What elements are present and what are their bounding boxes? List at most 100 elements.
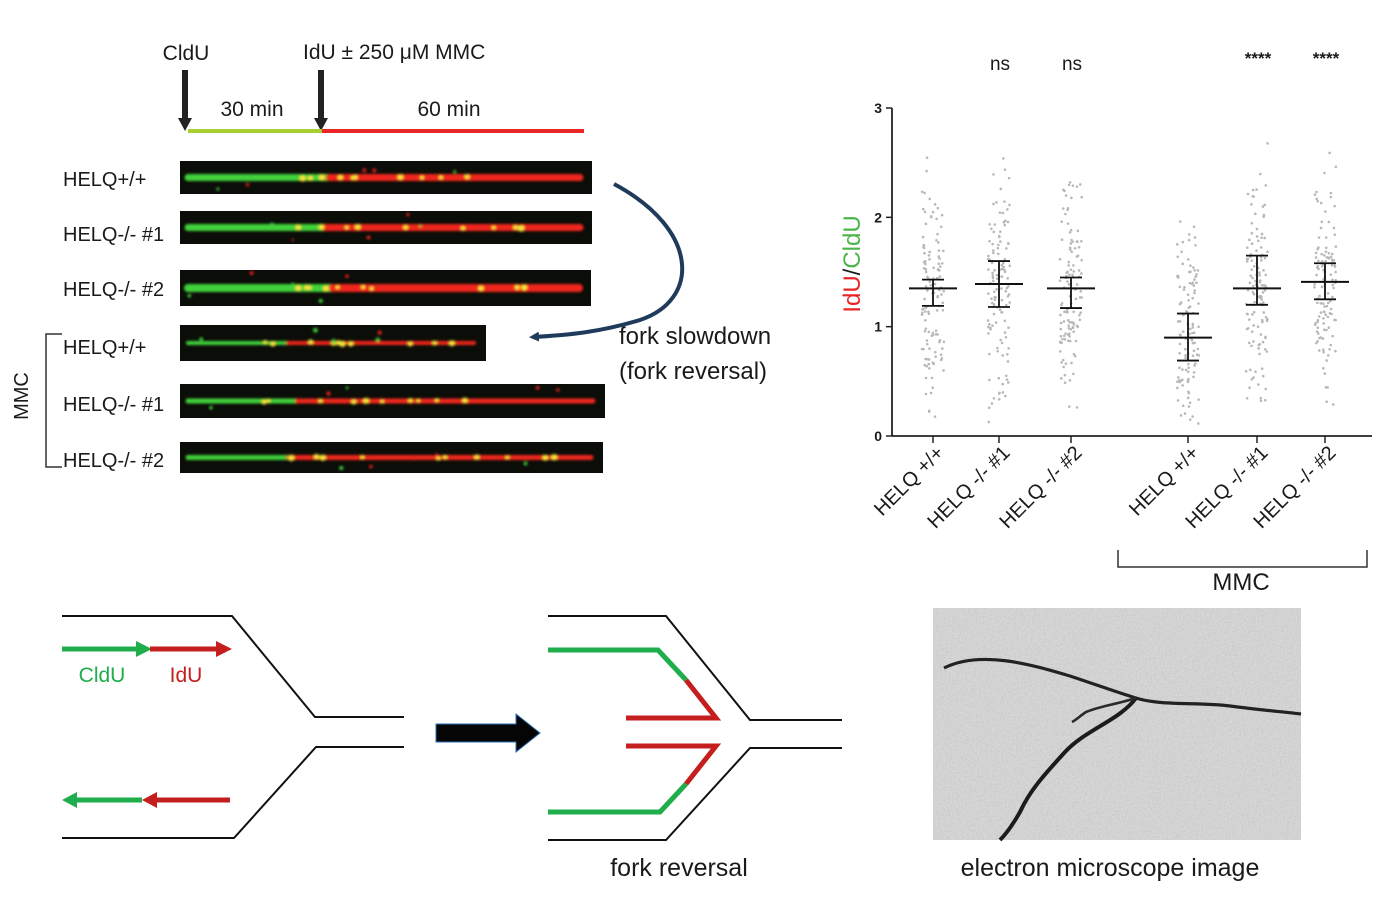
scatter-point — [1332, 226, 1336, 230]
scatter-point — [993, 295, 996, 299]
scatter-point — [1326, 315, 1330, 319]
scatter-point — [996, 277, 999, 281]
fiber-overlap-speck — [307, 175, 314, 181]
scatter-point — [1188, 418, 1192, 421]
scatter-point — [1064, 212, 1067, 216]
scatter-point — [1193, 291, 1196, 295]
scatter-point — [988, 378, 991, 382]
scatter-point — [1006, 381, 1010, 384]
y-tick-label: 3 — [874, 100, 882, 116]
scatter-point — [1250, 377, 1254, 381]
fiber-overlap-speck — [339, 340, 346, 348]
scatter-point — [1326, 301, 1330, 305]
scatter-point — [1059, 313, 1062, 317]
scatter-point — [1194, 275, 1197, 278]
scatter-point — [1326, 292, 1330, 295]
scatter-point — [1195, 353, 1199, 356]
scatter-point — [1316, 301, 1319, 305]
fiber-track-mmc-3 — [185, 453, 594, 471]
scatter-point — [1075, 283, 1079, 286]
scatter-point — [998, 308, 1002, 312]
scatter-point — [1187, 405, 1191, 408]
scatter-point — [1181, 404, 1185, 408]
scatter-point — [1248, 386, 1251, 390]
fiber-overlap-speck — [313, 453, 320, 460]
scatter-point — [1257, 347, 1260, 350]
scatter-point — [1181, 368, 1184, 371]
scatter-point — [1068, 379, 1072, 382]
scatter-point — [1058, 257, 1062, 261]
scatter-point — [935, 309, 939, 312]
fiber-label-mmc-2: HELQ-/- #1 — [63, 394, 164, 416]
y-axis-label-sep: / — [839, 268, 866, 275]
scatter-point — [988, 239, 991, 243]
scatter-point — [1003, 331, 1007, 334]
scatter-point — [1004, 289, 1008, 293]
reversed-bottom-cldu — [548, 782, 688, 815]
scatter-point — [1316, 247, 1320, 251]
scatter-point — [924, 376, 928, 380]
pulse1-label: CldU — [163, 42, 210, 65]
scatter-point — [940, 213, 944, 217]
scatter-point — [1068, 335, 1071, 338]
scatter-point — [1067, 264, 1071, 267]
scatter-point — [1187, 362, 1190, 366]
fiber-overlap-speck — [322, 285, 330, 292]
scatter-point — [1324, 259, 1327, 263]
scatter-point — [1188, 270, 1191, 274]
scatter-point — [1184, 347, 1187, 351]
scatter-point — [1324, 313, 1328, 317]
scatter-point — [1062, 320, 1066, 323]
scatter-point — [931, 331, 935, 335]
scatter-point — [1314, 323, 1317, 327]
scatter-point — [1004, 374, 1008, 378]
scatter-point — [1000, 263, 1004, 267]
scatter-point — [1252, 324, 1255, 327]
scatter-point — [1060, 361, 1063, 364]
scatter-point — [993, 269, 996, 272]
scatter-point — [1333, 233, 1337, 236]
fiber-overlap-speck — [407, 341, 413, 347]
scatter-point — [1072, 372, 1075, 376]
scatter-point — [927, 310, 930, 314]
scatter-point — [1316, 332, 1320, 335]
scatter-point — [1176, 386, 1179, 390]
scatter-point — [1318, 336, 1321, 340]
scatter-point — [1003, 223, 1007, 227]
median-ci-bars — [909, 254, 1349, 362]
fiber-overlap-speck — [521, 284, 528, 291]
scatter-point — [1008, 203, 1011, 207]
fiber-background-speck — [187, 293, 192, 298]
scatter-point — [1317, 236, 1321, 239]
scatter-point — [939, 358, 943, 362]
scatter-point — [1316, 318, 1320, 322]
scatter-point — [941, 308, 945, 312]
scatter-point — [1251, 276, 1254, 280]
scatter-point — [924, 285, 928, 288]
pulse2-duration: 60 min — [417, 98, 480, 121]
scatter-point — [1260, 236, 1263, 240]
scatter-point — [1317, 259, 1320, 263]
fiber-overlap-speck — [318, 398, 323, 404]
scatter-point — [1257, 383, 1260, 386]
scatter-point — [1248, 281, 1252, 285]
scatter-point — [1251, 313, 1254, 316]
scatter-point — [1065, 271, 1068, 274]
scatter-point — [923, 210, 927, 214]
mmc-bracket — [45, 333, 62, 468]
scatter-point — [1319, 302, 1323, 305]
scatter-point — [1322, 328, 1326, 332]
scatter-point — [987, 292, 990, 295]
scatter-point — [921, 207, 925, 211]
scatter-point — [1077, 269, 1081, 272]
scatter-point — [1323, 310, 1326, 314]
scatter-point — [1004, 394, 1007, 398]
fiber-overlap-speck — [460, 226, 466, 231]
scatter-point — [929, 283, 933, 287]
scatter-point — [924, 270, 928, 274]
scatter-point — [1319, 201, 1323, 205]
scatter-point — [1193, 278, 1196, 281]
scatter-point — [923, 310, 927, 313]
